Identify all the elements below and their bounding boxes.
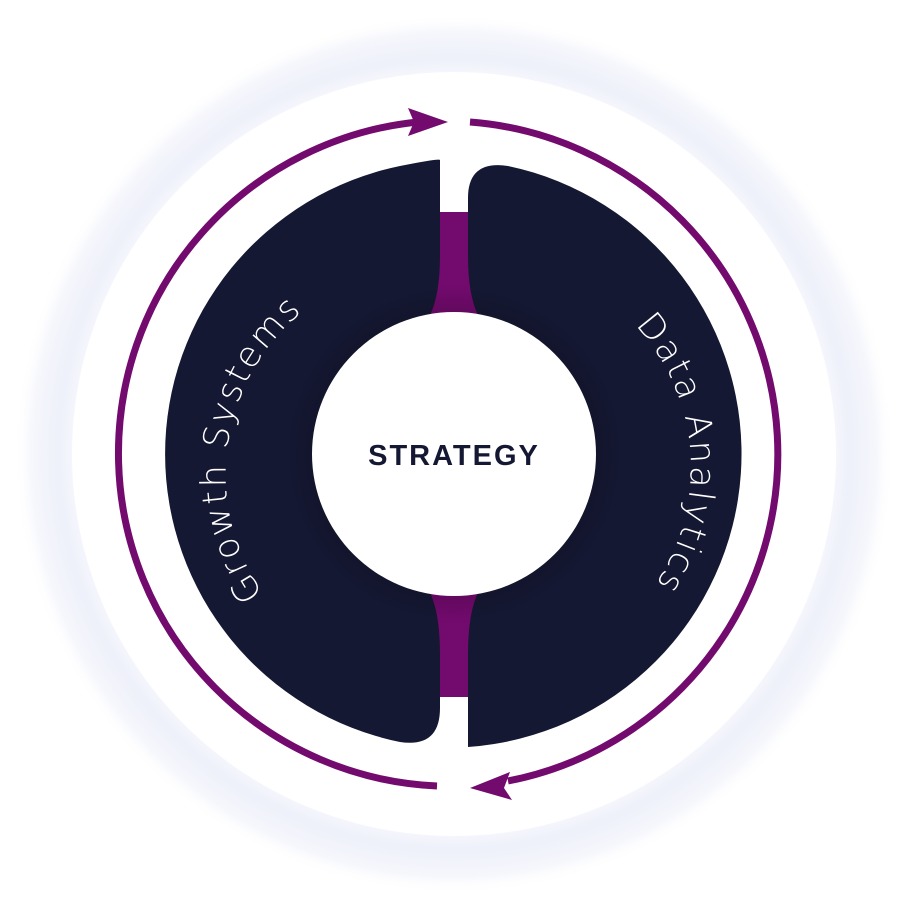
arrowhead-bottom-icon <box>470 772 512 800</box>
cycle-arc-left <box>115 118 438 790</box>
arrowhead-top-icon <box>408 108 448 136</box>
center-circle <box>312 312 596 596</box>
center-label: STRATEGY <box>368 440 540 472</box>
cycle-arc-right <box>469 118 782 785</box>
